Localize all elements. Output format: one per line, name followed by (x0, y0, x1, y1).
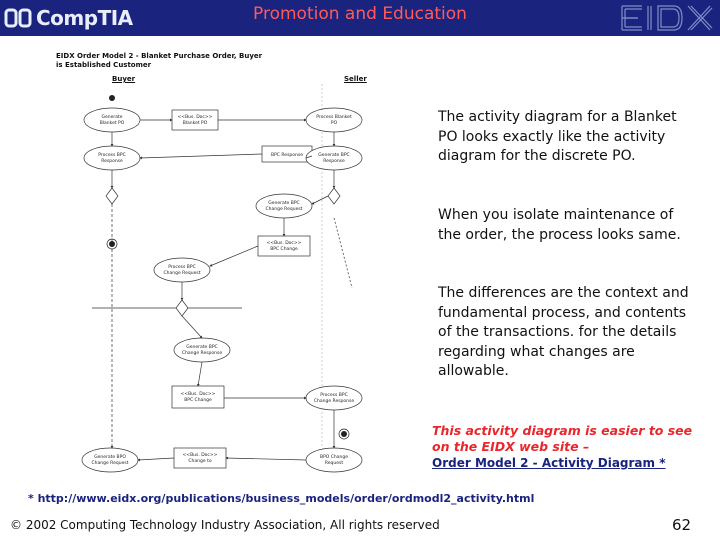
svg-text:Generate: Generate (101, 114, 122, 120)
svg-text:Change Response: Change Response (182, 350, 223, 356)
svg-text:<<Bus. Doc>>: <<Bus. Doc>> (267, 240, 302, 246)
web-site-note-line1: This activity diagram is easier to see (432, 423, 693, 438)
seller-column-label: Seller (344, 75, 367, 83)
body-paragraph-3: The differences are the context and fund… (438, 285, 689, 379)
eidx-logo (616, 2, 716, 34)
svg-text:Generate BPO: Generate BPO (94, 454, 126, 460)
comptia-mark-icon (4, 8, 32, 28)
svg-text:Change Request: Change Request (92, 460, 129, 466)
comptia-logo: CompTIA (4, 4, 133, 32)
svg-text:BPC Change: BPC Change (184, 397, 212, 403)
svg-text:Process BPC: Process BPC (320, 392, 347, 398)
svg-text:Change Response: Change Response (314, 398, 355, 404)
comptia-logo-text: CompTIA (36, 6, 133, 30)
svg-text:Response: Response (323, 158, 345, 164)
svg-text:<<Bus. Doc>>: <<Bus. Doc>> (178, 114, 213, 120)
page-number: 62 (672, 516, 692, 534)
svg-text:Process Blanket: Process Blanket (316, 114, 352, 120)
slide-title: Promotion and Education (253, 4, 467, 24)
svg-text:Process BPC: Process BPC (168, 264, 195, 270)
buyer-column-label: Buyer (112, 75, 136, 83)
svg-text:Request: Request (325, 460, 344, 466)
copyright-text: © 2002 Computing Technology Industry Ass… (10, 518, 440, 532)
svg-text:PO: PO (331, 120, 338, 126)
svg-text:BPO Change: BPO Change (320, 454, 348, 460)
svg-text:Generate BPC: Generate BPC (186, 344, 217, 350)
svg-text:Generate BPC: Generate BPC (318, 152, 349, 158)
web-site-note-line2: on the EIDX web site – (432, 439, 590, 454)
svg-text:Change Request: Change Request (164, 270, 201, 276)
svg-text:Response: Response (101, 158, 123, 164)
svg-text:Process BPC: Process BPC (98, 152, 125, 158)
header-bar: CompTIA Promotion and Education (0, 0, 720, 36)
diagram-heading-line2: is Established Customer (56, 61, 152, 69)
svg-text:BPC Response: BPC Response (271, 152, 303, 158)
footnote-url[interactable]: * http://www.eidx.org/publications/busin… (28, 492, 535, 505)
svg-text:<<Bus. Doc>>: <<Bus. Doc>> (181, 391, 216, 397)
diagram-heading: EIDX Order Model 2 - Blanket Purchase Or… (56, 52, 262, 70)
svg-text:BPC Change: BPC Change (270, 246, 298, 252)
svg-text:Blanket PO: Blanket PO (100, 120, 125, 126)
svg-text:<<Bus. Doc>>: <<Bus. Doc>> (183, 452, 218, 458)
svg-text:Change Request: Change Request (266, 206, 303, 212)
body-paragraph-2: When you isolate maintenance of the orde… (438, 207, 681, 243)
svg-text:Generate BPC: Generate BPC (268, 200, 299, 206)
svg-text:Change to: Change to (188, 458, 211, 464)
activity-diagram-link[interactable]: Order Model 2 - Activity Diagram * (432, 456, 666, 470)
diagram-heading-line1: EIDX Order Model 2 - Blanket Purchase Or… (56, 52, 263, 60)
body-paragraph-1: The activity diagram for a Blanket PO lo… (438, 109, 677, 164)
web-site-note: This activity diagram is easier to see o… (432, 423, 692, 455)
svg-text:Blanket PO: Blanket PO (183, 120, 208, 126)
